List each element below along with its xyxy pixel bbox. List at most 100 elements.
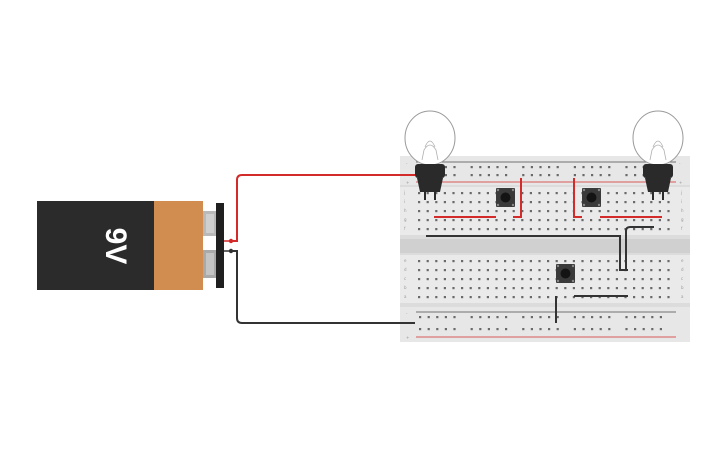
breadboard-hole: [667, 278, 670, 281]
breadboard-hole: [469, 278, 472, 281]
breadboard-hole: [658, 201, 661, 204]
breadboard-hole: [529, 287, 532, 290]
battery-9v[interactable]: 9V: [37, 201, 234, 290]
terminal-strip-bottom: [400, 255, 690, 303]
breadboard-hole: [547, 260, 550, 263]
breadboard-hole: [461, 201, 464, 204]
breadboard-hole: [539, 166, 542, 169]
breadboard-hole: [529, 192, 532, 195]
battery-snap-connector: [216, 203, 224, 288]
breadboard-hole: [521, 287, 524, 290]
breadboard-hole: [495, 260, 498, 263]
breadboard-hole: [667, 260, 670, 263]
breadboard-hole: [650, 219, 653, 222]
breadboard-hole: [512, 269, 515, 272]
pushbutton-3[interactable]: [556, 264, 575, 283]
breadboard-hole: [581, 219, 584, 222]
breadboard-hole: [607, 260, 610, 263]
breadboard-hole: [522, 328, 525, 331]
wire-red-jumper-3[interactable]: [573, 178, 582, 218]
breadboard-hole: [418, 296, 421, 299]
breadboard-hole: [487, 174, 490, 177]
breadboard-hole: [538, 278, 541, 281]
wire-positive[interactable]: [231, 174, 415, 242]
breadboard-hole: [521, 296, 524, 299]
breadboard-hole: [633, 192, 636, 195]
breadboard-hole: [539, 174, 542, 177]
breadboard-hole: [443, 260, 446, 263]
breadboard-hole: [590, 287, 593, 290]
breadboard-hole: [435, 269, 438, 272]
rail-minus-label: -: [406, 161, 408, 166]
breadboard-hole: [590, 269, 593, 272]
wire-black-jumper-2[interactable]: [625, 226, 654, 270]
breadboard-hole: [650, 260, 653, 263]
breadboard-hole: [581, 296, 584, 299]
breadboard-hole: [443, 287, 446, 290]
breadboard-hole: [426, 278, 429, 281]
breadboard-hole: [651, 316, 654, 319]
breadboard-hole: [486, 287, 489, 290]
pushbutton-1[interactable]: [496, 188, 515, 207]
breadboard-hole: [555, 219, 558, 222]
breadboard-hole: [529, 228, 532, 231]
breadboard-hole: [435, 287, 438, 290]
breadboard-hole: [529, 219, 532, 222]
breadboard-hole: [641, 210, 644, 213]
breadboard-hole: [633, 287, 636, 290]
wire-red-jumper-2[interactable]: [513, 178, 522, 218]
breadboard-hole: [556, 316, 559, 319]
breadboard-hole: [634, 166, 637, 169]
breadboard-hole: [608, 174, 611, 177]
breadboard-hole: [529, 210, 532, 213]
breadboard-hole: [426, 228, 429, 231]
breadboard-hole: [453, 174, 456, 177]
breadboard-hole: [452, 228, 455, 231]
breadboard-hole: [658, 219, 661, 222]
breadboard-hole: [598, 269, 601, 272]
breadboard-hole: [564, 260, 567, 263]
breadboard-hole: [530, 316, 533, 319]
breadboard-hole: [555, 228, 558, 231]
breadboard-hole: [598, 228, 601, 231]
breadboard-hole: [469, 260, 472, 263]
breadboard-hole: [479, 174, 482, 177]
breadboard-hole: [607, 278, 610, 281]
breadboard-hole: [426, 201, 429, 204]
breadboard-hole: [633, 210, 636, 213]
breadboard-hole: [650, 269, 653, 272]
breadboard-hole: [615, 296, 618, 299]
breadboard-hole: [418, 260, 421, 263]
svg-text:f: f: [404, 226, 406, 231]
breadboard-hole: [633, 278, 636, 281]
svg-text:e: e: [681, 258, 684, 263]
breadboard-hole: [598, 210, 601, 213]
pushbutton-2[interactable]: [582, 188, 601, 207]
breadboard-hole: [538, 228, 541, 231]
breadboard-hole: [642, 316, 645, 319]
breadboard-hole: [469, 296, 472, 299]
breadboard-hole: [512, 278, 515, 281]
breadboard-hole: [452, 192, 455, 195]
wire-negative[interactable]: [231, 250, 415, 324]
breadboard-hole: [658, 260, 661, 263]
breadboard-hole: [598, 219, 601, 222]
breadboard-hole: [495, 228, 498, 231]
light-bulb-1[interactable]: [404, 110, 456, 200]
breadboard-hole: [435, 260, 438, 263]
breadboard-hole: [443, 228, 446, 231]
breadboard-hole: [615, 278, 618, 281]
breadboard-hole: [521, 278, 524, 281]
light-bulb-2[interactable]: [632, 110, 684, 200]
wire-black-jumper-1[interactable]: [426, 235, 628, 271]
breadboard-hole: [478, 219, 481, 222]
wires: [231, 174, 662, 324]
breadboard-hole: [547, 228, 550, 231]
breadboard-hole: [512, 287, 515, 290]
breadboard-hole: [573, 316, 576, 319]
breadboard-hole: [634, 174, 637, 177]
breadboard-hole: [572, 287, 575, 290]
breadboard-hole: [479, 316, 482, 319]
breadboard-hole: [478, 228, 481, 231]
breadboard-hole: [444, 316, 447, 319]
